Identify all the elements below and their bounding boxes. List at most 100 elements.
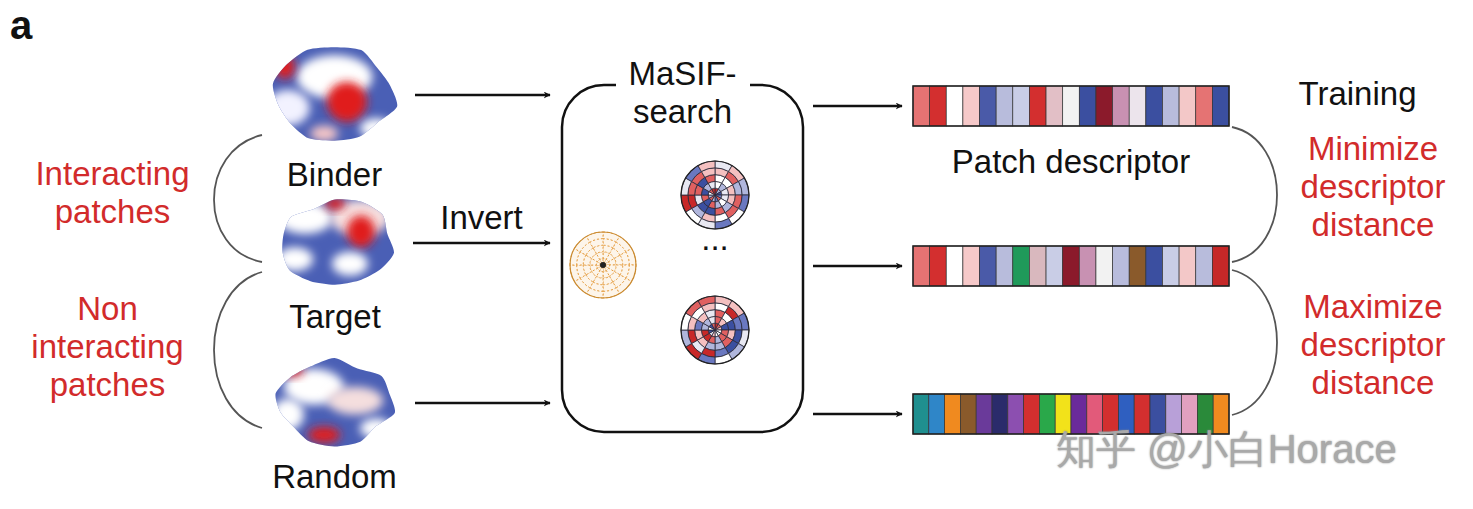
descriptor-cell xyxy=(1039,394,1055,434)
descriptor-cell xyxy=(913,246,930,286)
descriptor-cell xyxy=(946,246,963,286)
descriptor-cell xyxy=(1196,246,1213,286)
bracket xyxy=(1232,270,1277,415)
node-text: Target xyxy=(265,298,405,336)
descriptor-cell xyxy=(1046,86,1063,126)
descriptor-cell xyxy=(980,86,997,126)
surface-patch xyxy=(277,247,313,271)
descriptor-cell xyxy=(1113,246,1130,286)
descriptor-cell xyxy=(1063,86,1080,126)
surface-patch xyxy=(327,82,367,122)
surface-patch xyxy=(360,418,392,438)
descriptor-cell xyxy=(963,246,980,286)
surface-patch xyxy=(277,202,333,234)
descriptor-cell xyxy=(960,394,976,434)
descriptor-cell xyxy=(1179,246,1196,286)
surface-patch xyxy=(347,215,375,247)
polar-grid xyxy=(681,161,749,229)
masif-search-box: MaSIF-search xyxy=(560,55,805,435)
descriptor-cell xyxy=(1029,246,1046,286)
polar-outline xyxy=(681,161,749,229)
surface-patch xyxy=(272,399,304,431)
surface-patch xyxy=(360,118,392,138)
descriptor-cell xyxy=(913,86,930,126)
polar-grid xyxy=(681,296,749,364)
surface-group xyxy=(265,190,405,296)
descriptor-cell xyxy=(996,246,1013,286)
descriptor-cell xyxy=(1129,246,1146,286)
surface-patch xyxy=(308,427,340,443)
bracket xyxy=(214,272,262,428)
descriptor-cell xyxy=(1146,246,1163,286)
group-label: Non interacting patches xyxy=(10,290,205,404)
arrow-connector xyxy=(813,413,902,416)
patch-descriptor-bar xyxy=(912,245,1230,287)
descriptor-cell xyxy=(1196,86,1213,126)
descriptor-cell xyxy=(1024,394,1040,434)
descriptor-cell xyxy=(930,86,947,126)
arrow-connector xyxy=(415,94,550,97)
arrow-connector xyxy=(813,105,902,108)
descriptor-cell xyxy=(1179,86,1196,126)
target-surface: Target xyxy=(265,190,405,338)
descriptor-cell xyxy=(946,86,963,126)
descriptor-cell xyxy=(1013,246,1030,286)
descriptor-cell xyxy=(1046,246,1063,286)
descriptor-cell xyxy=(913,394,929,434)
descriptor-cell xyxy=(1113,86,1130,126)
descriptor-cell xyxy=(1079,246,1096,286)
descriptor-cell xyxy=(1129,86,1146,126)
bracket xyxy=(1232,127,1277,262)
polar-grid xyxy=(570,232,636,298)
descriptor-cell xyxy=(992,394,1008,434)
panel-letter: a xyxy=(10,2,50,48)
surface-patch xyxy=(325,198,345,210)
surface-patch xyxy=(332,252,368,276)
descriptor-cell xyxy=(1096,86,1113,126)
surface-patch xyxy=(275,55,295,79)
descriptor-cell xyxy=(1013,86,1030,126)
surface-base xyxy=(265,190,405,296)
descriptor-cell xyxy=(930,246,947,286)
descriptor-cell xyxy=(1162,246,1179,286)
group-label: Interacting patches xyxy=(15,155,210,231)
surface-base xyxy=(262,350,407,456)
descriptor-cell xyxy=(996,86,1013,126)
edge-label: Invert xyxy=(437,199,526,237)
descriptor-cell xyxy=(963,86,980,126)
objective-label: Maximize descriptor distance xyxy=(1288,288,1458,402)
descriptor-cell xyxy=(1029,86,1046,126)
descriptor-outline xyxy=(913,246,1229,286)
patch-descriptor xyxy=(912,245,1230,287)
watermark: 知乎 @小白Horace xyxy=(1056,426,1456,472)
polar-outline xyxy=(681,296,749,364)
objective-label: Minimize descriptor distance xyxy=(1288,130,1458,244)
random-surface xyxy=(262,350,407,456)
descriptor-cell xyxy=(1212,246,1229,286)
descriptor-cell xyxy=(1079,86,1096,126)
binder-surface xyxy=(262,36,407,154)
descriptor-outline xyxy=(913,86,1229,126)
binder-surface: Binder xyxy=(262,36,407,196)
descriptor-cell xyxy=(1008,394,1024,434)
arrow-connector xyxy=(415,402,550,405)
node-text: Binder xyxy=(262,156,407,194)
random-surface: Random xyxy=(262,350,407,498)
node-text: Patch descriptor xyxy=(912,143,1230,181)
surface-patch xyxy=(266,90,310,126)
descriptor-cell xyxy=(1063,246,1080,286)
descriptor-cell xyxy=(980,246,997,286)
descriptor-cell xyxy=(1146,86,1163,126)
descriptor-cell xyxy=(929,394,945,434)
surface-base xyxy=(262,36,407,154)
descriptor-cell xyxy=(1162,86,1179,126)
patch-descriptor: Patch descriptor xyxy=(912,85,1230,183)
descriptor-cell xyxy=(945,394,961,434)
section-title: Training xyxy=(1280,75,1435,113)
node-text: Random xyxy=(262,458,407,496)
surface-group xyxy=(262,350,407,456)
arrow-connector xyxy=(813,265,902,268)
polar-center xyxy=(600,262,606,268)
rounded-box-outline xyxy=(562,85,803,432)
